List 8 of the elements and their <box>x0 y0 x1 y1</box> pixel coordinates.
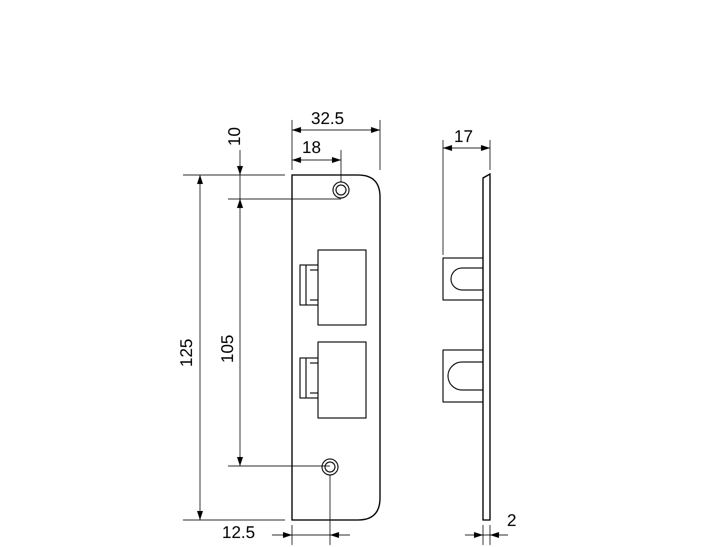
dimension-label: 12.5 <box>222 524 256 541</box>
dimension-label: 2 <box>507 512 516 529</box>
dimension-label: 18 <box>302 139 321 156</box>
dimension-label: 32.5 <box>311 110 344 127</box>
dimension-label: 125 <box>178 338 195 367</box>
dimension-label: 10 <box>226 127 243 146</box>
dimension-label: 17 <box>454 128 473 145</box>
dimension-label: 105 <box>219 334 236 363</box>
